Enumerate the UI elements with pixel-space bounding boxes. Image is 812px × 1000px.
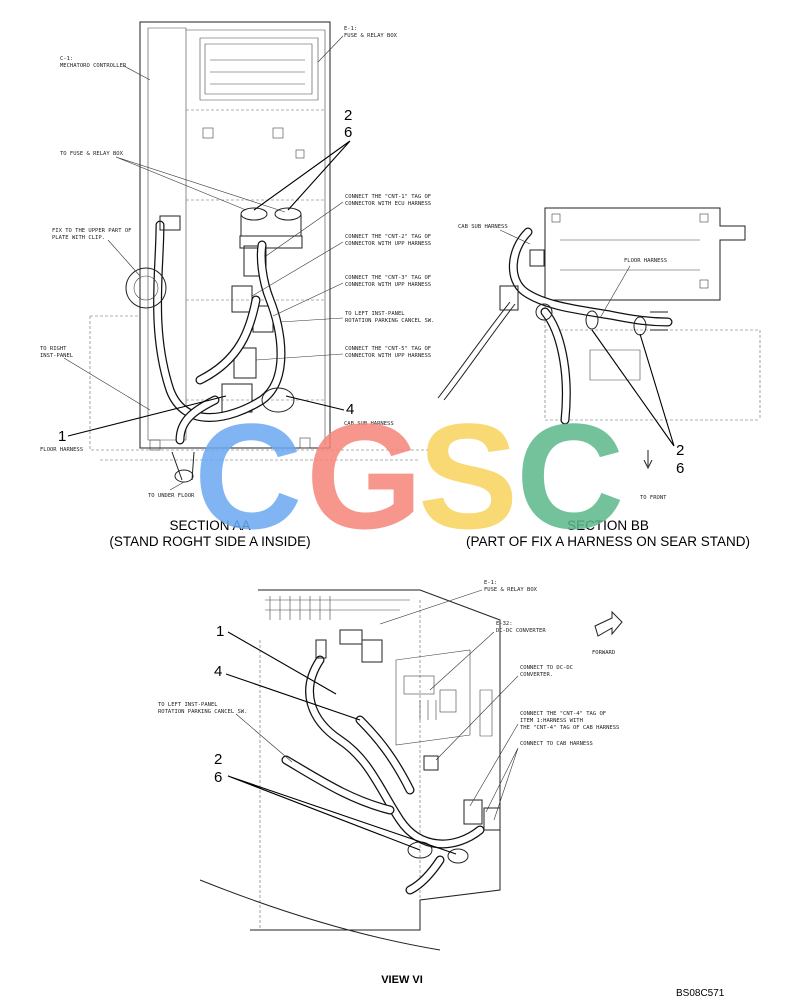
left-inst-view-label-2: ROTATION PARKING CANCEL SW. — [158, 709, 247, 715]
to-under-floor-label: TO UNDER FLOOR — [148, 493, 195, 499]
cnt4-label-2: ITEM 1:HARNESS WITH — [520, 718, 583, 724]
callout-b-2: 2 — [676, 442, 684, 459]
e1-view-sub-label: FUSE & RELAY BOX — [484, 587, 538, 593]
fix-upper-label-2: PLATE WITH CLIP. — [52, 235, 105, 241]
callout-a-4: 4 — [346, 401, 354, 418]
e32-sub-label: DC-DC CONVERTER — [496, 628, 546, 634]
cnt5-label-2: CONNECTOR WITH UPP HARNESS — [345, 353, 431, 359]
to-fuse-label: TO FUSE & RELAY BOX — [60, 151, 124, 157]
callout-v-6: 6 — [214, 769, 222, 786]
section-bb-subtitle: (PART OF FIX A HARNESS ON SEAR STAND) — [466, 534, 750, 549]
section-aa-labels: C-1: MECHATORO CONTROLLER E-1: FUSE & RE… — [40, 26, 434, 499]
e1-label: E-1: — [344, 26, 357, 32]
cnt1-label-2: CONNECTOR WITH ECU HARNESS — [345, 201, 431, 207]
cnt3-label-1: CONNECT THE "CNT-3" TAG OF — [345, 275, 431, 281]
to-right-label-1: TO RIGHT — [40, 346, 67, 352]
cnt2-label-2: CONNECTOR WITH UPP HARNESS — [345, 241, 431, 247]
cab-sub-bb-label: CAB SUB HARNESS — [458, 224, 508, 230]
cnt4-label-3: THE "CNT-4" TAG OF CAB HARNESS — [520, 725, 619, 731]
watermark-letter-3: S — [418, 392, 518, 560]
callout-a-6: 6 — [344, 124, 352, 141]
section-headings: SECTION AA (STAND ROGHT SIDE A INSIDE) S… — [109, 518, 750, 549]
callout-a-1: 1 — [58, 428, 66, 445]
cnt3-label-2: CONNECTOR WITH UPP HARNESS — [345, 282, 431, 288]
e1-sub-label: FUSE & RELAY BOX — [344, 33, 398, 39]
section-bb-drawing — [437, 207, 761, 470]
watermark-letter-4: C — [516, 392, 624, 560]
section-aa-title: SECTION AA — [169, 518, 250, 533]
callout-a-2: 2 — [344, 107, 352, 124]
dcdc-label-2: CONVERTER. — [520, 672, 553, 678]
reference-code: BS08C571 — [676, 988, 725, 999]
e32-label: E-32: — [496, 621, 513, 627]
to-front-label: TO FRONT — [640, 495, 667, 501]
section-aa-subtitle: (STAND ROGHT SIDE A INSIDE) — [109, 534, 310, 549]
view-vi-drawing — [199, 589, 623, 951]
cnt1-label-1: CONNECT THE "CNT-1" TAG OF — [345, 194, 431, 200]
callout-v-4: 4 — [214, 663, 222, 680]
section-bb-title: SECTION BB — [567, 518, 649, 533]
forward-label: FORWARD — [592, 650, 615, 656]
c1-sub-label: MECHATORO CONTROLLER — [60, 63, 127, 69]
left-inst-label-2: ROTATION PARKING CANCEL SW. — [345, 318, 434, 324]
dcdc-label-1: CONNECT TO DC-DC — [520, 665, 573, 671]
view-vi-title: VIEW VI — [381, 974, 423, 986]
callout-b-6: 6 — [676, 460, 684, 477]
c1-label: C-1: — [60, 56, 73, 62]
cnt4-label-1: CONNECT THE "CNT-4" TAG OF — [520, 711, 606, 717]
watermark-letter-2: G — [306, 392, 423, 560]
e1-view-label: E-1: — [484, 580, 497, 586]
section-bb-labels: CAB SUB HARNESS FLOOR HARNESS TO FRONT 2… — [458, 224, 684, 501]
cab-conn-label: CONNECT TO CAB HARNESS — [520, 741, 593, 747]
view-vi-labels: E-1: FUSE & RELAY BOX E-32: DC-DC CONVER… — [158, 580, 619, 821]
floor-harness-bb-label: FLOOR HARNESS — [624, 258, 667, 264]
watermark-letter-1: C — [194, 392, 302, 560]
watermark-logo: C G S C — [194, 392, 624, 560]
to-right-label-2: INST-PANEL — [40, 353, 74, 359]
floor-harness-label: FLOOR HARNESS — [40, 447, 83, 453]
cnt5-label-1: CONNECT THE "CNT-5" TAG OF — [345, 346, 431, 352]
callout-v-1: 1 — [216, 623, 224, 640]
section-aa-callouts: 2 6 1 4 — [58, 107, 354, 445]
left-inst-label-1: TO LEFT INST-PANEL — [345, 311, 405, 317]
left-inst-view-label-1: TO LEFT INST-PANEL — [158, 702, 218, 708]
view-vi-callouts: 1 4 2 6 — [214, 623, 457, 855]
cnt2-label-1: CONNECT THE "CNT-2" TAG OF — [345, 234, 431, 240]
section-aa-drawing — [89, 21, 430, 483]
cab-sub-label: CAB SUB HARNESS — [344, 421, 394, 427]
callout-v-2: 2 — [214, 751, 222, 768]
fix-upper-label-1: FIX TO THE UPPER PART OF — [52, 228, 131, 234]
